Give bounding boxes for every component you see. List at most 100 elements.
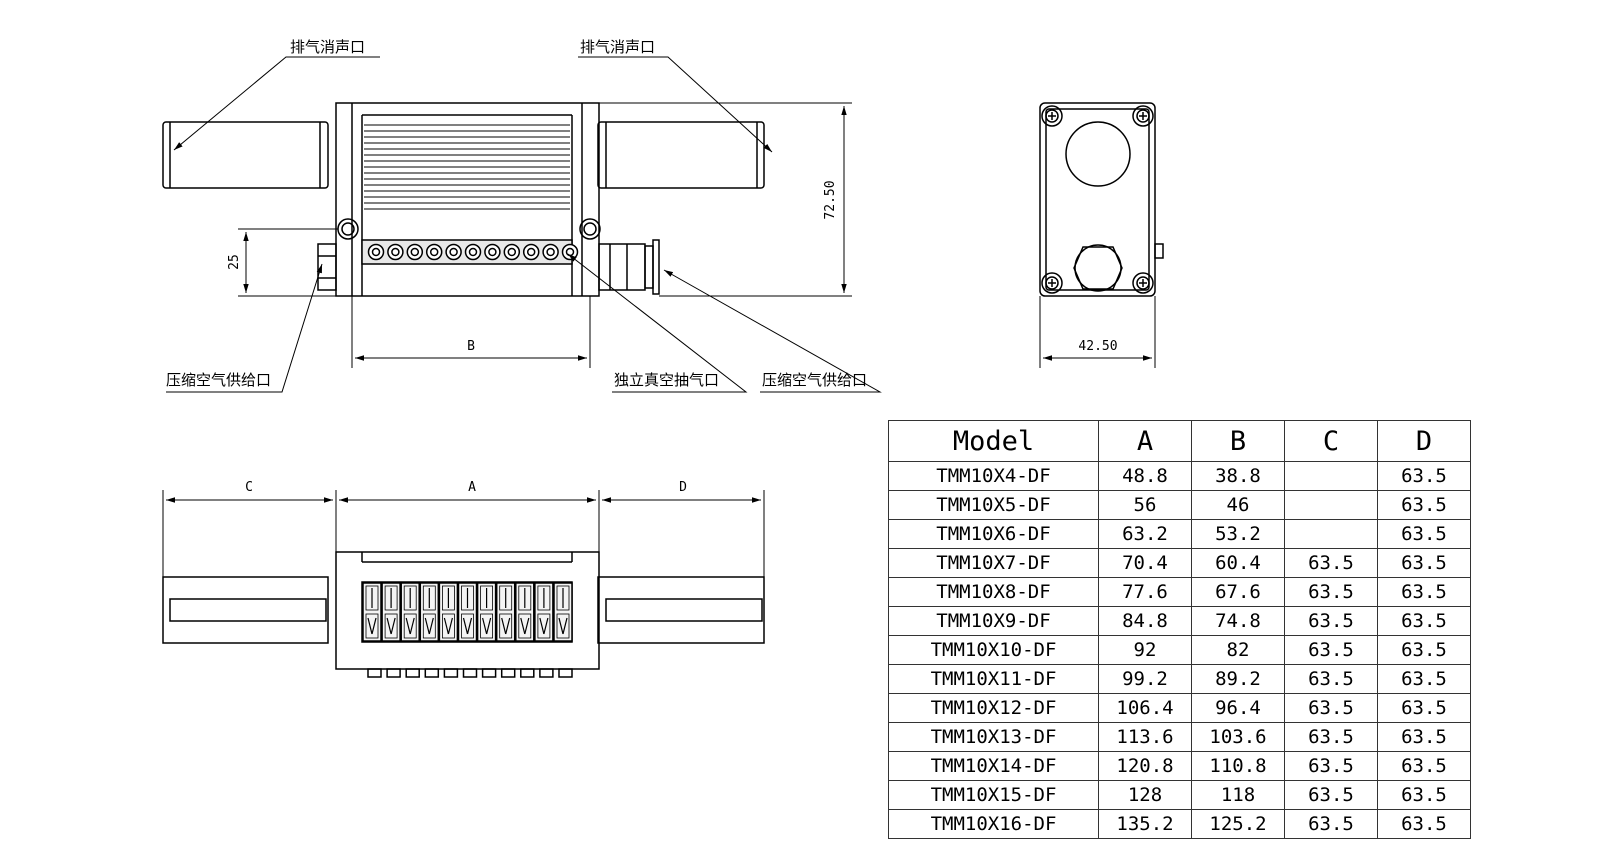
left-muffler — [162, 121, 329, 189]
header-model: Model — [888, 420, 1099, 462]
dim-width-a: A — [468, 480, 476, 495]
dim-width-d: D — [679, 480, 687, 495]
supply-left-label: 压缩空气供给口 — [166, 371, 271, 389]
table-cell: 84.8 — [1098, 606, 1192, 636]
main-body — [335, 102, 600, 297]
table-cell: 63.2 — [1098, 519, 1192, 549]
table-cell: 63.5 — [1377, 606, 1471, 636]
table-cell: TMM10X11-DF — [888, 664, 1099, 694]
table-cell: 63.5 — [1284, 809, 1378, 839]
table-cell: 63.5 — [1377, 722, 1471, 752]
top-right-muffler — [597, 576, 765, 644]
table-cell: 56 — [1098, 490, 1192, 520]
table-cell: TMM10X6-DF — [888, 519, 1099, 549]
table-cell: 63.5 — [1284, 635, 1378, 665]
table-cell: TMM10X12-DF — [888, 693, 1099, 723]
side-screws — [1041, 105, 1154, 294]
table-cell: 67.6 — [1191, 577, 1285, 607]
table-cell: 63.5 — [1284, 577, 1378, 607]
side-port-large — [1065, 121, 1131, 187]
table-cell: TMM10X5-DF — [888, 490, 1099, 520]
side-port-nut — [1074, 244, 1122, 292]
table-cell: 113.6 — [1098, 722, 1192, 752]
header-d: D — [1377, 420, 1471, 462]
table-cell: 82 — [1191, 635, 1285, 665]
right-bolt — [579, 218, 601, 240]
side-view — [1039, 102, 1164, 297]
top-left-muffler — [162, 576, 329, 644]
exhaust-left-label: 排气消声口 — [290, 38, 365, 56]
table-cell: 63.5 — [1284, 664, 1378, 694]
table-cell: 125.2 — [1191, 809, 1285, 839]
table-cell: 118 — [1191, 780, 1285, 810]
table-cell: TMM10X14-DF — [888, 751, 1099, 781]
table-cell: 77.6 — [1098, 577, 1192, 607]
table-cell: 103.6 — [1191, 722, 1285, 752]
top-view — [162, 551, 765, 678]
supply-right-label: 压缩空气供给口 — [762, 371, 867, 389]
dim-height-total: 72.50 — [823, 180, 838, 219]
table-cell: 63.5 — [1377, 577, 1471, 607]
front-view — [162, 102, 765, 297]
table-cell — [1284, 461, 1378, 491]
table-cell: 63.5 — [1377, 809, 1471, 839]
table-cell: 63.5 — [1377, 780, 1471, 810]
cooling-fins — [364, 124, 570, 210]
table-cell: 74.8 — [1191, 606, 1285, 636]
table-header-row: Model A B C D — [888, 420, 1471, 462]
dim-height-port: 25 — [227, 254, 242, 270]
valve-strip — [362, 582, 573, 642]
table-cell: 92 — [1098, 635, 1192, 665]
table-cell: 110.8 — [1191, 751, 1285, 781]
dim-width-c: C — [245, 480, 253, 495]
table-cell: 63.5 — [1377, 548, 1471, 578]
table-cell: 63.5 — [1284, 548, 1378, 578]
table-cell: 63.5 — [1284, 780, 1378, 810]
table-cell: 63.5 — [1377, 664, 1471, 694]
header-c: C — [1284, 420, 1378, 462]
table-cell: 135.2 — [1098, 809, 1192, 839]
table-cell: 106.4 — [1098, 693, 1192, 723]
right-muffler — [597, 121, 765, 189]
table-cell: 38.8 — [1191, 461, 1285, 491]
table-cell: 63.5 — [1284, 693, 1378, 723]
table-cell: 128 — [1098, 780, 1192, 810]
table-cell: 63.5 — [1377, 751, 1471, 781]
table-cell: 46 — [1191, 490, 1285, 520]
table-cell: TMM10X8-DF — [888, 577, 1099, 607]
table-cell: 63.5 — [1377, 519, 1471, 549]
table-cell: 63.5 — [1377, 635, 1471, 665]
table-cell: TMM10X4-DF — [888, 461, 1099, 491]
table-cell: TMM10X9-DF — [888, 606, 1099, 636]
table-cell: 60.4 — [1191, 548, 1285, 578]
exhaust-right-label: 排气消声口 — [580, 38, 655, 56]
table-cell: 63.5 — [1377, 693, 1471, 723]
side-body — [1039, 102, 1156, 297]
header-a: A — [1098, 420, 1192, 462]
table-cell: TMM10X13-DF — [888, 722, 1099, 752]
vacuum-label: 独立真空抽气口 — [614, 371, 719, 389]
table-cell: 70.4 — [1098, 548, 1192, 578]
table-cell: 63.5 — [1284, 751, 1378, 781]
table-cell: 53.2 — [1191, 519, 1285, 549]
table-cell: 63.5 — [1284, 606, 1378, 636]
table-cell: 63.5 — [1377, 490, 1471, 520]
table-cell: TMM10X7-DF — [888, 548, 1099, 578]
bottom-tabs — [367, 668, 573, 678]
table-cell: 120.8 — [1098, 751, 1192, 781]
table-cell: TMM10X15-DF — [888, 780, 1099, 810]
